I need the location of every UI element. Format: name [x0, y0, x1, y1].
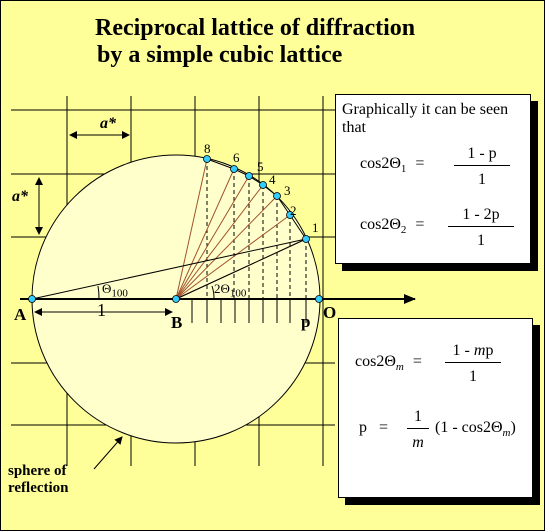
sphere-of-reflection-label: sphere of reflection	[8, 463, 69, 497]
eqm-fraction: 1 - mp 1	[445, 341, 501, 387]
point-B-label: B	[171, 313, 183, 332]
diffracted-ray	[175, 214, 291, 300]
title-line-1: Reciprocal lattice of diffraction	[95, 15, 416, 41]
reflection-number-6: 6	[233, 150, 240, 165]
eq2-lhs: cos2Θ2 =	[360, 216, 425, 237]
eq1-fraction: 1 - p 1	[454, 144, 510, 190]
title-line-2: by a simple cubic lattice	[97, 42, 343, 68]
p-equation-rhs: (1 - cos2Θm)	[435, 419, 516, 440]
ray-B-to-point-1	[175, 238, 307, 300]
axis-point	[28, 295, 36, 303]
reflection-number-2: 2	[290, 203, 297, 218]
theta-angle-arc	[97, 285, 100, 300]
diffraction-construction	[20, 131, 416, 470]
point-p-label: p	[301, 312, 311, 331]
diffracted-ray	[175, 195, 278, 300]
reflection-number-4: 4	[269, 172, 276, 187]
axis-point	[172, 295, 180, 303]
a-star-horizontal-label: a*	[100, 115, 116, 132]
two-theta-angle-arc	[211, 285, 215, 300]
reflection-chain-segment	[289, 214, 307, 240]
point-A-label: A	[14, 305, 27, 324]
formula-box-bottom: cos2Θm = 1 - mp 1 p = 1 m (1 - cos2Θm)	[338, 318, 533, 498]
theta-100-label: Θ100	[102, 281, 128, 300]
ray-A-to-point-1	[31, 238, 307, 300]
reflection-point	[259, 181, 267, 189]
eq1-lhs: cos2Θ1 =	[360, 155, 425, 176]
reflection-point	[203, 155, 211, 163]
reflection-number-1: 1	[312, 220, 319, 235]
reflection-point	[245, 172, 253, 180]
diagram-title: Reciprocal lattice of diffraction by a s…	[95, 15, 455, 69]
a-star-vertical-label: a*	[12, 188, 28, 205]
eq2-fraction: 1 - 2p 1	[448, 205, 514, 251]
sphere-label-line-2: reflection	[8, 480, 69, 496]
reflection-point	[230, 165, 238, 173]
diffracted-ray	[175, 168, 235, 300]
reflection-chain-segment	[206, 158, 235, 170]
reflection-number-5: 5	[257, 159, 264, 174]
eqm-lhs: cos2Θm =	[355, 353, 422, 374]
p-equation-lhs: p =	[359, 419, 389, 436]
formula-box-top: Graphically it can be seen that cos2Θ1 =…	[335, 94, 531, 264]
two-theta-100-label: 2Θ100	[214, 281, 247, 300]
sphere-label-pointer	[93, 436, 123, 470]
axis-point	[315, 295, 323, 303]
reflection-point	[273, 192, 281, 200]
reflection-number-8: 8	[204, 141, 211, 156]
diffracted-ray	[175, 175, 250, 300]
reflection-point	[286, 211, 294, 219]
reflection-point	[302, 235, 310, 243]
sphere-label-line-1: sphere of	[8, 463, 67, 479]
graphical-intro-text: Graphically it can be seen that	[342, 101, 509, 136]
p-equation-fraction: 1 m	[407, 407, 429, 453]
diffracted-ray	[175, 184, 264, 300]
diffracted-ray	[175, 158, 208, 300]
reflection-number-3: 3	[284, 183, 291, 198]
point-O-label: O	[323, 303, 337, 322]
distance-AB-label: 1	[97, 300, 106, 320]
